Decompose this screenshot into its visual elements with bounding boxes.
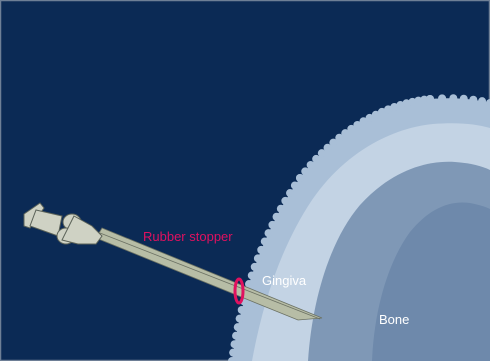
- gingiva-scallop-bump: [469, 96, 477, 104]
- gingiva-scallop-bump: [248, 271, 256, 279]
- gingiva-scallop-bump: [301, 167, 309, 175]
- gingiva-scallop-bump: [268, 221, 276, 229]
- gingiva-scallop-bump: [277, 205, 285, 213]
- gingiva-scallop-bump: [257, 246, 265, 254]
- gingiva-scallop-bump: [296, 174, 304, 182]
- gingiva-label: Gingiva: [262, 273, 307, 288]
- gingiva-scallop-bump: [307, 161, 315, 169]
- gingiva-scallop-bump: [312, 155, 320, 163]
- gingiva-scallop-bump: [232, 332, 240, 340]
- gingiva-scallop-bump: [265, 229, 273, 237]
- gingiva-scallop-bump: [236, 315, 244, 323]
- gingiva-scallop-bump: [281, 197, 289, 205]
- gingiva-scallop-bump: [231, 340, 239, 348]
- gingiva-scallop-bump: [238, 306, 246, 314]
- gingiva-scallop-bump: [273, 213, 281, 221]
- gingiva-scallop-bump: [291, 181, 299, 189]
- rubber-stopper-label: Rubber stopper: [143, 229, 233, 244]
- gingiva-scallop-bump: [254, 254, 262, 262]
- gingiva-scallop-bump: [460, 95, 468, 103]
- gingiva-scallop-bump: [234, 323, 242, 331]
- gingiva-scallop-bump: [426, 95, 434, 103]
- gingiva-scallop-bump: [438, 94, 446, 102]
- gingiva-scallop-bump: [261, 237, 269, 245]
- gingiva-scallop-bump: [286, 189, 294, 197]
- gingiva-scallop-bump: [251, 263, 259, 271]
- gingiva-scallop-bump: [229, 349, 237, 357]
- gingiva-scallop-bump: [478, 97, 486, 105]
- bone-label: Bone: [379, 312, 409, 327]
- gingiva-scallop-bump: [449, 94, 457, 102]
